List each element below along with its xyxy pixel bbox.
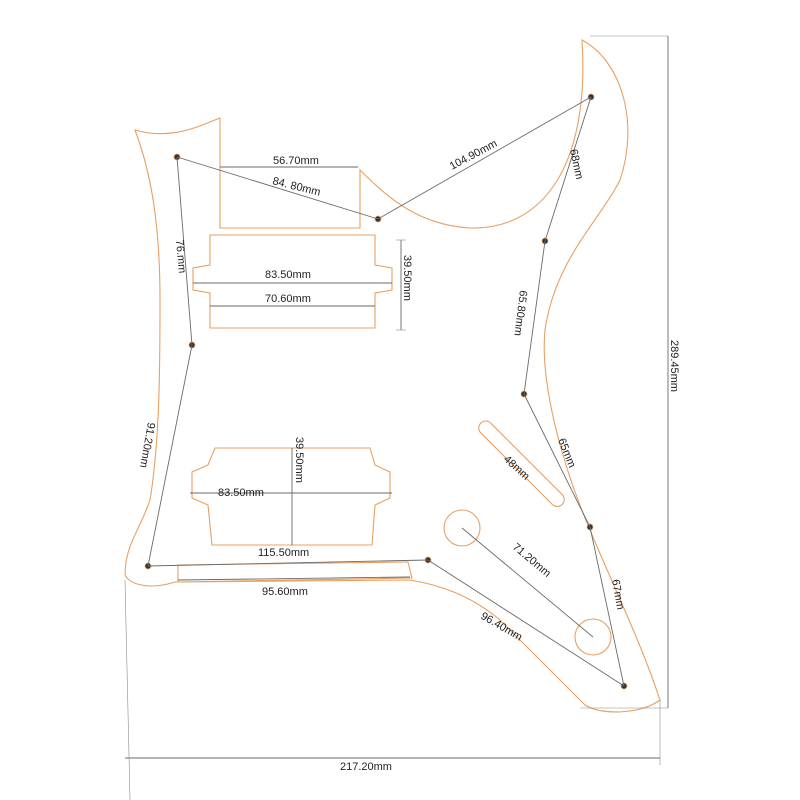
dim-line-bottom-inner xyxy=(177,576,411,581)
label-horn-diag: 104.90mm xyxy=(448,138,500,173)
label-bottom-inner: 95.60mm xyxy=(262,586,308,598)
bottom-strip-cutout xyxy=(177,561,413,583)
neck-pickup-cutout xyxy=(191,447,391,546)
switch-slot xyxy=(478,420,565,507)
label-bridge-pickup-height: 39.50mm xyxy=(401,255,413,301)
label-neck-top-width: 56.70mm xyxy=(273,155,319,167)
label-overall-height: 289.45mm xyxy=(668,340,680,392)
label-diag-neck: 84. 80mm xyxy=(271,175,321,198)
dim-line-right-tail xyxy=(589,526,625,687)
dim-line-left-lower xyxy=(147,344,193,567)
label-bottom-left: 115.50mm xyxy=(258,547,309,559)
bridge-pickup-cutout xyxy=(192,234,393,329)
dim-line-horn-side xyxy=(544,96,592,242)
dim-line-right-low xyxy=(523,393,591,528)
dim-line-knob-span xyxy=(461,527,594,638)
pickguard-outline xyxy=(124,39,661,713)
label-neck-pickup-width: 83.50mm xyxy=(218,487,264,499)
dim-line-left-upper xyxy=(176,156,193,346)
dim-line-right-mid xyxy=(523,240,546,395)
label-overall-width: 217.20mm xyxy=(340,761,392,773)
dim-line-diag-neck xyxy=(176,156,379,220)
label-bridge-pickup-outer: 83.50mm xyxy=(265,269,311,281)
dim-line-bottom-left xyxy=(147,559,429,567)
label-right-tail: 67mm xyxy=(609,578,626,610)
label-left-side-lower: 91.20mm xyxy=(137,421,157,468)
ext-line-left xyxy=(124,579,131,800)
label-left-side-upper: 76.mm xyxy=(173,239,188,274)
label-neck-pickup-height: 39.50mm xyxy=(293,437,305,483)
dim-line-horn-diag xyxy=(377,96,592,220)
dim-line-bottom-diag xyxy=(427,559,625,687)
label-right-side-mid: 65.80mm xyxy=(511,290,528,337)
label-bridge-pickup-inner: 70.60mm xyxy=(265,293,311,305)
